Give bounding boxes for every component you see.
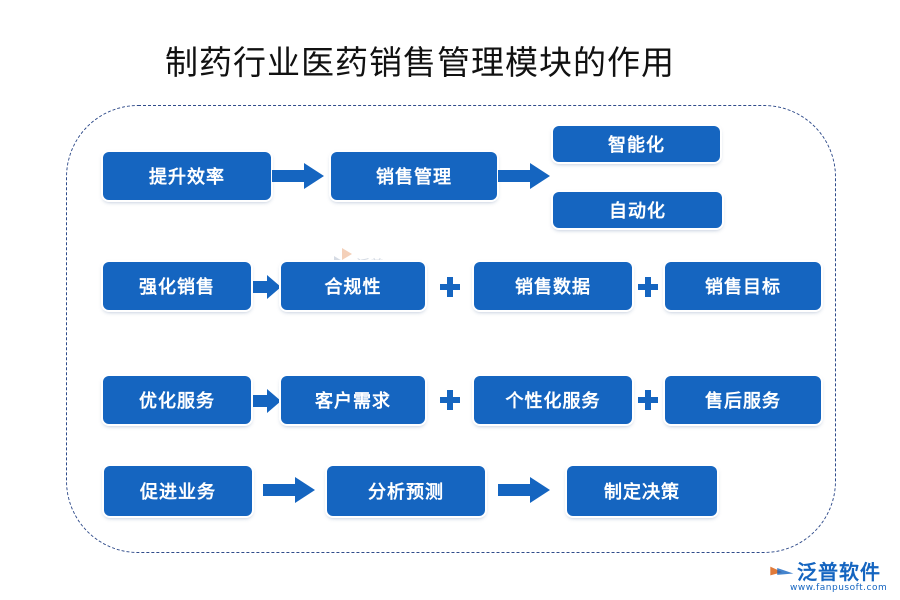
arrow-right-icon [253, 389, 281, 413]
box-intelligent: 智能化 [553, 126, 720, 162]
box-promote-business: 促进业务 [104, 466, 252, 516]
box-compliance: 合规性 [281, 262, 425, 310]
dashed-frame [66, 105, 836, 553]
box-after-sales-service: 售后服务 [665, 376, 821, 424]
box-customer-needs: 客户需求 [281, 376, 425, 424]
box-sales-management: 销售管理 [331, 152, 497, 200]
arrow-right-icon [498, 163, 550, 189]
box-personalized-service: 个性化服务 [474, 376, 632, 424]
box-automated: 自动化 [553, 192, 722, 228]
box-optimize-service: 优化服务 [103, 376, 251, 424]
logo-icon [770, 566, 794, 576]
arrow-right-icon [263, 477, 315, 503]
logo-url: www.fanpusoft.com [790, 583, 888, 593]
arrow-right-icon [272, 163, 324, 189]
box-analysis-forecast: 分析预测 [327, 466, 485, 516]
box-sales-target: 销售目标 [665, 262, 821, 310]
diagram-title: 制药行业医药销售管理模块的作用 [165, 43, 675, 82]
arrow-right-icon [498, 477, 550, 503]
logo-name: 泛普软件 [797, 560, 881, 584]
box-strengthen-sales: 强化销售 [103, 262, 251, 310]
box-improve-efficiency: 提升效率 [103, 152, 271, 200]
box-make-decision: 制定决策 [567, 466, 717, 516]
plus-icon [440, 390, 460, 410]
plus-icon [638, 277, 658, 297]
arrow-right-icon [253, 275, 281, 299]
plus-icon [638, 390, 658, 410]
plus-icon [440, 277, 460, 297]
box-sales-data: 销售数据 [474, 262, 632, 310]
